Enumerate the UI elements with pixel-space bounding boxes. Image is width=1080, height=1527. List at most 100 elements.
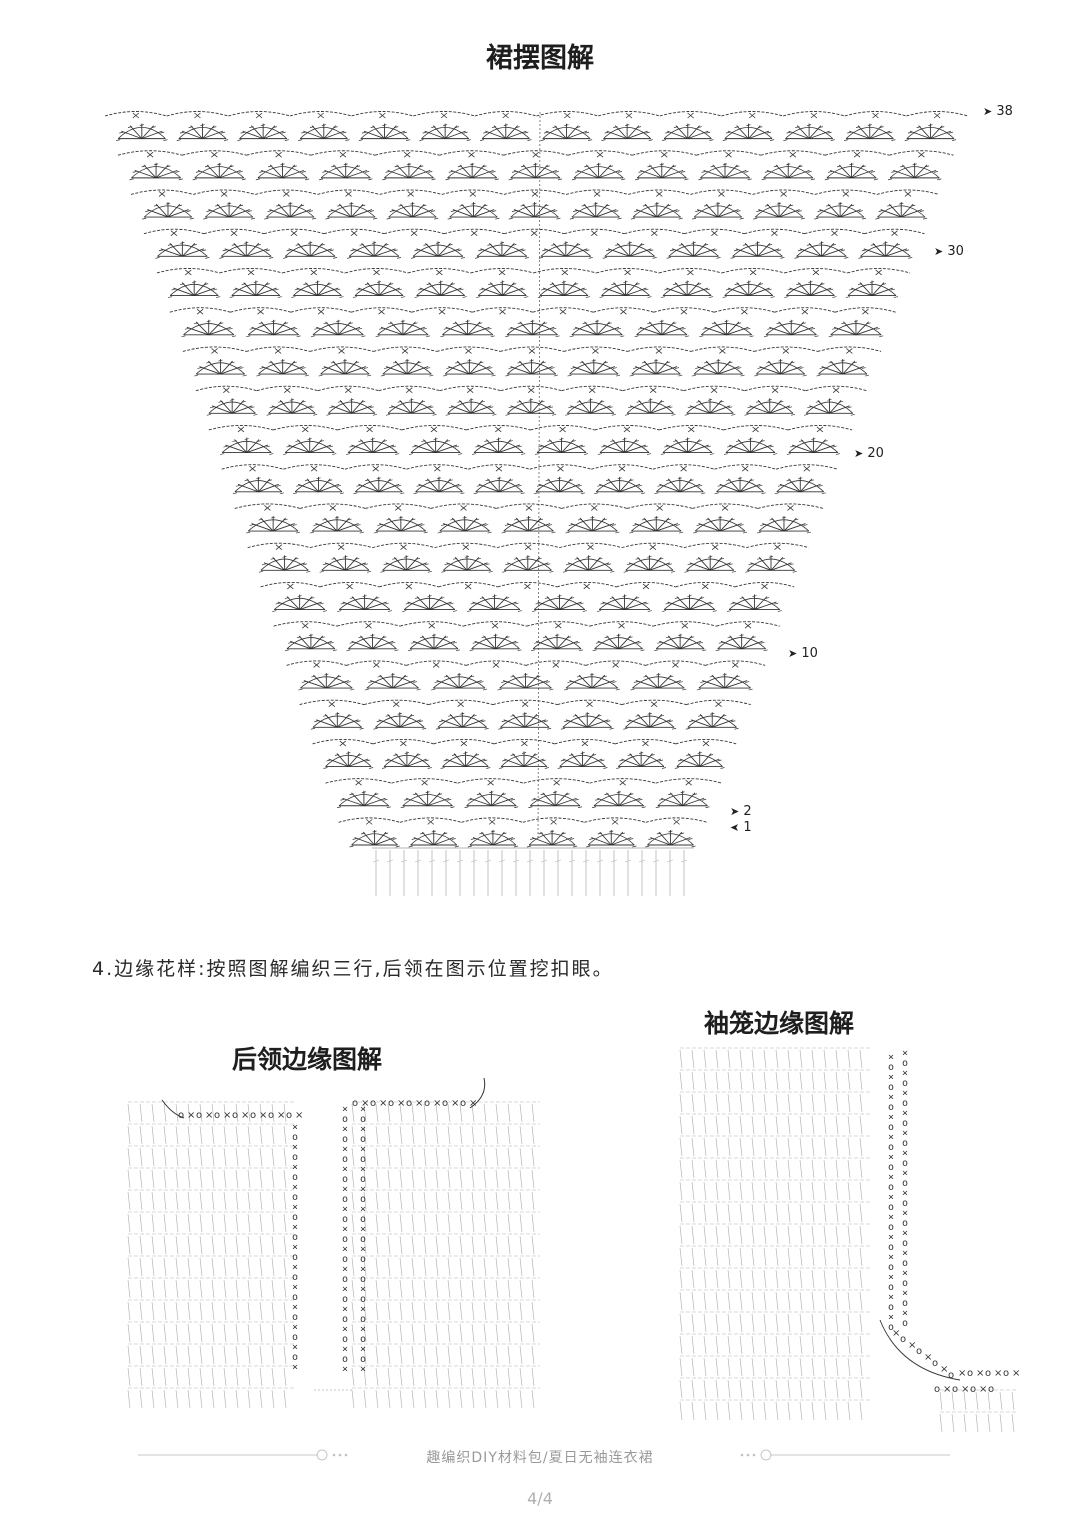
svg-text:o: o	[902, 1118, 908, 1129]
svg-text:o: o	[360, 1134, 366, 1145]
svg-text:o: o	[268, 1110, 274, 1121]
svg-text:o: o	[342, 1114, 348, 1125]
svg-text:×: ×	[888, 1152, 894, 1163]
svg-text:o: o	[948, 1370, 954, 1381]
svg-text:×: ×	[902, 1248, 908, 1259]
svg-text:o: o	[360, 1154, 366, 1165]
svg-text:×: ×	[360, 1244, 366, 1255]
svg-text:o: o	[934, 1384, 940, 1395]
svg-text:×: ×	[342, 1264, 348, 1275]
svg-text:×: ×	[292, 1282, 298, 1293]
svg-text:×: ×	[888, 1132, 894, 1143]
svg-text:×: ×	[342, 1104, 348, 1115]
svg-text:×: ×	[888, 1112, 894, 1123]
svg-text:×: ×	[902, 1128, 908, 1139]
svg-text:×: ×	[902, 1208, 908, 1219]
svg-text:o: o	[360, 1214, 366, 1225]
skirt-diagram-title: 裙摆图解	[486, 43, 594, 74]
svg-text:×: ×	[902, 1148, 908, 1159]
svg-text:×: ×	[902, 1068, 908, 1079]
svg-text:×: ×	[888, 1232, 894, 1243]
svg-text:×: ×	[888, 1092, 894, 1103]
svg-text:×: ×	[976, 1368, 984, 1379]
svg-text:o: o	[292, 1272, 298, 1283]
svg-text:×: ×	[360, 1324, 366, 1335]
svg-text:×: ×	[360, 1264, 366, 1275]
svg-text:o: o	[342, 1274, 348, 1285]
svg-text:o: o	[352, 1098, 358, 1109]
svg-text:×: ×	[259, 1110, 267, 1121]
svg-text:o: o	[902, 1198, 908, 1209]
svg-text:o: o	[888, 1322, 894, 1333]
page-number: 4/4	[527, 1489, 553, 1508]
svg-text:o: o	[292, 1212, 298, 1223]
svg-text:o: o	[888, 1202, 894, 1213]
svg-text:o: o	[286, 1110, 292, 1121]
svg-text:o: o	[902, 1298, 908, 1309]
svg-text:o: o	[292, 1352, 298, 1363]
svg-text:×: ×	[940, 1364, 948, 1375]
svg-text:o: o	[292, 1312, 298, 1323]
svg-text:o: o	[888, 1222, 894, 1233]
svg-text:o: o	[360, 1314, 366, 1325]
svg-text:o: o	[292, 1152, 298, 1163]
svg-text:×: ×	[994, 1368, 1002, 1379]
svg-text:o: o	[902, 1178, 908, 1189]
skirt-stitch-chart	[104, 111, 969, 896]
svg-text:o: o	[342, 1254, 348, 1265]
row-label-38: ➤ 38	[983, 104, 1013, 119]
svg-text:o: o	[888, 1182, 894, 1193]
svg-text:×: ×	[979, 1384, 987, 1395]
svg-text:×: ×	[469, 1098, 477, 1109]
svg-text:o: o	[967, 1368, 973, 1379]
svg-text:×: ×	[292, 1302, 298, 1313]
svg-text:o: o	[888, 1302, 894, 1313]
svg-text:o: o	[250, 1110, 256, 1121]
svg-text:×: ×	[223, 1110, 231, 1121]
svg-text:×: ×	[888, 1172, 894, 1183]
svg-text:o: o	[902, 1058, 908, 1069]
svg-text:×: ×	[1012, 1368, 1020, 1379]
svg-text:o: o	[292, 1192, 298, 1203]
svg-text:o: o	[196, 1110, 202, 1121]
svg-text:o: o	[360, 1174, 366, 1185]
svg-text:×: ×	[415, 1098, 423, 1109]
svg-text:o: o	[916, 1346, 922, 1357]
row-label-1: ➤ 1	[730, 820, 752, 835]
svg-text:o: o	[952, 1384, 958, 1395]
svg-text:o: o	[988, 1384, 994, 1395]
svg-text:×: ×	[187, 1110, 195, 1121]
armhole-stitch-chart: ×o×o×o×o×o×o×o×o×o×o×o×o×o×o×o×o×o×o×o×o…	[679, 1047, 1020, 1433]
svg-text:×: ×	[888, 1272, 894, 1283]
svg-text:o: o	[424, 1098, 430, 1109]
svg-text:o: o	[360, 1354, 366, 1365]
svg-text:o: o	[902, 1138, 908, 1149]
svg-text:×: ×	[902, 1268, 908, 1279]
svg-text:×: ×	[902, 1288, 908, 1299]
svg-text:×: ×	[277, 1110, 285, 1121]
svg-text:×: ×	[292, 1142, 298, 1153]
svg-text:o: o	[902, 1078, 908, 1089]
svg-text:×: ×	[924, 1352, 932, 1363]
svg-text:×: ×	[397, 1098, 405, 1109]
svg-text:o: o	[292, 1332, 298, 1343]
svg-text:×: ×	[342, 1284, 348, 1295]
svg-text:o: o	[970, 1384, 976, 1395]
back-neck-diagram-title: 后领边缘图解	[232, 1045, 383, 1074]
svg-text:o: o	[360, 1194, 366, 1205]
svg-text:×: ×	[888, 1212, 894, 1223]
svg-text:×: ×	[342, 1324, 348, 1335]
svg-text:o: o	[388, 1098, 394, 1109]
edging-instruction: 4.边缘花样:按照图解编织三行,后领在图示位置挖扣眼。	[92, 958, 614, 980]
svg-text:×: ×	[360, 1144, 366, 1155]
svg-text:o: o	[460, 1098, 466, 1109]
svg-text:×: ×	[342, 1344, 348, 1355]
svg-text:×: ×	[360, 1284, 366, 1295]
svg-text:×: ×	[292, 1162, 298, 1173]
svg-text:o: o	[902, 1258, 908, 1269]
svg-text:×: ×	[433, 1098, 441, 1109]
svg-text:×: ×	[292, 1242, 298, 1253]
svg-text:o: o	[342, 1214, 348, 1225]
svg-text:o: o	[342, 1354, 348, 1365]
